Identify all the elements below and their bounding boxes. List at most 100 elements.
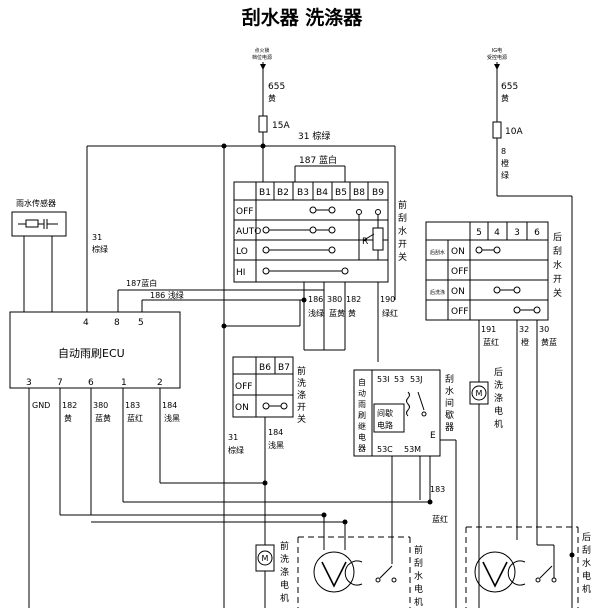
mid-wire-186-color: 浅绿 (308, 308, 324, 318)
relay-pin-53: 53 (394, 375, 404, 384)
rear-wire-191-no: 191 (481, 325, 496, 334)
front-wiper-bus-label: 187 蓝白 (299, 154, 337, 166)
fw-title-3: 水 (398, 225, 407, 237)
fwm-label-1: 前 (280, 540, 289, 552)
fws-title-2: 洗 (297, 377, 306, 389)
ecu-wire-gnd: GND (32, 401, 50, 410)
rws-pin-4: 4 (494, 228, 500, 238)
ecu-wire-183-no: 183 (125, 401, 140, 410)
right-power-source: IG电 受控电源 655 黄 10A 8 橙 绿 (487, 47, 573, 608)
fw-pin-b2: B2 (277, 188, 289, 198)
rws-side-label-2: 后洗涤 (430, 289, 445, 296)
rear-wire-191-color: 蓝红 (483, 337, 499, 347)
auto-wiper-relay: 自 动 雨 刷 继 电 器 53I 53 53J 53C 53M 间歇 电路 E… (353, 369, 454, 457)
ecu-wire-186: 186 浅绿 (150, 290, 184, 300)
fw-title-2: 刮 (398, 212, 407, 224)
fw-pin-b4: B4 (316, 188, 328, 198)
relay-box-4: 刷 (358, 411, 366, 420)
fw-row-auto: AUTO (236, 227, 261, 237)
front-washer-motor-symbol: M (262, 554, 269, 563)
rain-sensor-wire-color: 棕绿 (92, 244, 108, 254)
relay-box-2: 动 (358, 388, 366, 398)
fws-title-1: 前 (297, 365, 306, 377)
ecu-wire-184-color: 浅黑 (164, 413, 180, 423)
rws-row-on-2: ON (451, 287, 465, 297)
relay-e-label: E (430, 431, 436, 441)
fwpm-label-1: 前 (414, 544, 423, 556)
relay-side-3: 间 (445, 397, 454, 409)
relay-pin-53j: 53J (410, 375, 423, 384)
ecu-wire-380-color: 蓝黄 (95, 413, 111, 423)
relay-box-3: 雨 (358, 400, 366, 409)
mid-wire-182-color: 黄 (348, 308, 356, 318)
fws-wire-31-color: 棕绿 (228, 445, 244, 455)
mid-wire-182-no: 182 (346, 295, 361, 304)
fws-row-off: OFF (235, 382, 252, 392)
rwpm-label-3: 水 (582, 557, 591, 569)
front-wiper-motor: 前 刮 水 电 机 (297, 515, 423, 608)
wire-183-color: 蓝红 (432, 514, 448, 524)
right-source-label-2: 受控电源 (487, 54, 507, 61)
rwm-label-4: 电 (494, 405, 503, 417)
rear-wire-32-no: 32 (519, 325, 529, 334)
rws-title-2: 刮 (553, 245, 562, 257)
fwm-label-3: 涤 (280, 566, 289, 578)
rwm-label-5: 机 (494, 418, 503, 430)
auto-wiper-ecu: 自动雨刷ECU 4 8 5 3 7 6 1 2 (9, 311, 181, 389)
fw-pin-b9: B9 (372, 188, 384, 198)
mid-wire-380-no: 380 (327, 295, 342, 304)
rws-pin-6: 6 (534, 228, 540, 238)
rwpm-label-5: 机 (582, 583, 591, 595)
relay-side-5: 器 (445, 422, 454, 433)
ecu-wire-182-no: 182 (62, 401, 77, 410)
rain-sensor-wire-no: 31 (92, 233, 102, 242)
ecu-wire-187: 187蓝白 (126, 278, 157, 288)
mid-wire-190-no: 190 (380, 295, 395, 304)
right-source-label-1: IG电 (492, 47, 502, 54)
left-fuse-rating: 15A (272, 121, 290, 131)
rws-row-on-1: ON (451, 247, 465, 257)
rear-wiper-switch: 5 4 3 6 后刮水 后洗涤 ON OFF ON OFF 后 刮 水 开 关 (425, 221, 562, 321)
fw-pin-b3: B3 (297, 188, 309, 198)
left-fuse (258, 115, 268, 133)
ecu-pin-6: 6 (88, 378, 94, 388)
left-source-label-2: 档位电源 (252, 54, 272, 61)
fw-resistor-label: R (362, 237, 368, 247)
rwpm-label-1: 后 (582, 532, 591, 543)
right-wire2-color: 橙 (501, 158, 509, 168)
mid-wire-190-color: 绿红 (382, 308, 398, 318)
relay-box-6: 电 (358, 432, 366, 442)
right-wire2-no: 8 (501, 147, 506, 156)
rws-pin-3: 3 (514, 228, 520, 238)
relay-box-7: 器 (358, 444, 366, 453)
ecu-wire-183-color: 蓝红 (127, 413, 143, 423)
fwpm-label-5: 机 (414, 596, 423, 608)
fwpm-label-3: 水 (414, 570, 423, 582)
fws-title-3: 涤 (297, 389, 306, 401)
relay-pin-53c: 53C (377, 445, 393, 454)
relay-coil-label-2: 电路 (377, 420, 393, 430)
front-wiper-switch: 187 蓝白 B1 B2 B3 B4 B5 B8 B9 OFF AUTO LO … (233, 154, 407, 283)
front-washer-motor: M 前 洗 涤 电 机 (255, 540, 289, 608)
ecu-wire-184-no: 184 (162, 401, 177, 410)
ecu-pin-3: 3 (26, 378, 32, 388)
ecu-pin-5: 5 (138, 318, 144, 328)
ecu-pin-4: 4 (83, 318, 89, 328)
relay-pin-53m: 53M (404, 445, 421, 454)
left-power-source: 点火锁 档位电源 655 黄 15A (252, 47, 290, 182)
wire-183-no: 183 (430, 485, 445, 494)
mid-wire-186-no: 186 (308, 295, 323, 304)
fwm-label-5: 机 (280, 592, 289, 604)
rwpm-label-2: 刮 (582, 544, 591, 556)
right-wire2-color2: 绿 (501, 171, 509, 180)
rws-row-off-2: OFF (451, 307, 468, 317)
fw-title-4: 开 (398, 239, 407, 250)
rwm-label-3: 涤 (494, 392, 503, 404)
fw-row-off: OFF (236, 207, 253, 217)
fws-row-on: ON (235, 403, 249, 413)
right-fuse (492, 121, 502, 139)
fwm-label-2: 洗 (280, 553, 289, 565)
ecu-label: 自动雨刷ECU (58, 347, 125, 360)
fw-pin-b1: B1 (259, 188, 271, 198)
left-source-wire-no: 655 (268, 82, 285, 92)
